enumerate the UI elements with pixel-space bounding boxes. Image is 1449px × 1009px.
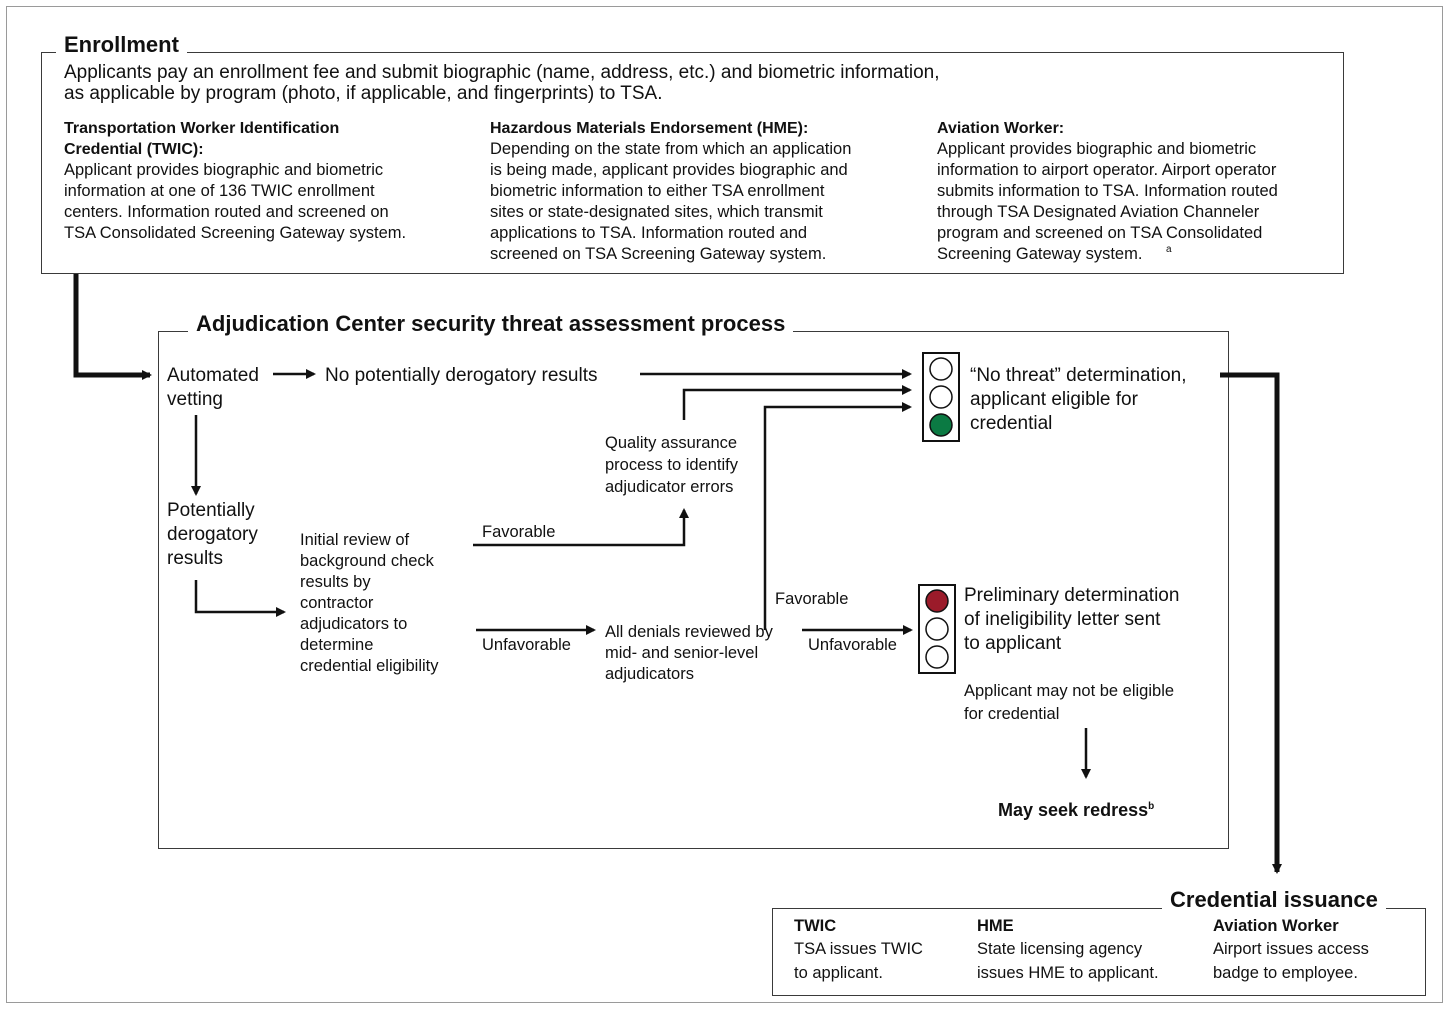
green-light-lit-lamp: [929, 413, 953, 437]
aviation-issuance-body: Airport issues access badge to employee.: [1213, 940, 1369, 982]
all-denials-label: All denials reviewed by mid- and senior-…: [605, 623, 773, 683]
denials-favorable-to-green-arrow: [763, 402, 912, 630]
unfavorable-label-1: Unfavorable: [482, 636, 571, 654]
hme-issuance-body: State licensing agency issues HME to app…: [977, 940, 1159, 982]
hme-enrollment-heading: Hazardous Materials Endorsement (HME):: [490, 120, 809, 137]
red-traffic-light-icon: [918, 584, 956, 674]
twic-enrollment-body: Applicant provides biographic and biomet…: [64, 161, 407, 242]
no-threat-to-issuance-arrow: [1220, 372, 1282, 874]
red-light-lit-lamp: [925, 589, 949, 613]
potentially-derogatory-label: Potentially derogatory results: [167, 500, 258, 569]
hme-enrollment-body: Depending on the state from which an app…: [490, 140, 852, 263]
twic-issuance-heading: TWIC: [794, 917, 837, 935]
green-light-top-lamp: [929, 357, 953, 381]
credential-issuance-title: Credential issuance: [1162, 886, 1386, 914]
automated-vetting-label: Automated vetting: [167, 365, 259, 410]
may-seek-redress-text: May seek redress: [998, 800, 1149, 820]
enrollment-to-vetting-arrow: [73, 274, 152, 380]
enrollment-intro: Applicants pay an enrollment fee and sub…: [64, 62, 940, 104]
redress-footnote-marker: b: [1148, 801, 1155, 812]
enrollment-title: Enrollment: [56, 31, 187, 59]
adjudication-title: Adjudication Center security threat asse…: [188, 310, 794, 338]
may-seek-redress-label: May seek redressb: [998, 795, 1154, 822]
no-threat-label: “No threat” determination, applicant eli…: [970, 365, 1187, 434]
green-light-middle-lamp: [929, 385, 953, 409]
green-traffic-light-icon: [922, 352, 960, 442]
hme-issuance-heading: HME: [977, 917, 1014, 935]
twic-enrollment-heading: Transportation Worker Identification Cre…: [64, 120, 340, 158]
qa-to-green-arrow: [682, 385, 912, 420]
aviation-footnote-marker: a: [1166, 244, 1172, 255]
aviation-enrollment-body: Applicant provides biographic and biomet…: [937, 140, 1278, 263]
credential-issuance-box: [772, 908, 1426, 996]
aviation-issuance-heading: Aviation Worker: [1213, 917, 1339, 935]
quality-assurance-label: Quality assurance process to identify ad…: [605, 434, 738, 496]
initial-review-label: Initial review of background check resul…: [300, 531, 439, 675]
red-light-middle-lamp: [925, 617, 949, 641]
favorable-label-2: Favorable: [775, 590, 849, 608]
favorable-label-1: Favorable: [482, 523, 556, 541]
derogatory-to-review-arrow: [194, 580, 286, 617]
no-derogatory-label: No potentially derogatory results: [325, 365, 598, 386]
review-favorable-to-qa-arrow: [473, 508, 689, 547]
page-frame: [6, 6, 1443, 1003]
red-light-bottom-lamp: [925, 645, 949, 669]
twic-issuance-body: TSA issues TWIC to applicant.: [794, 940, 923, 982]
enrollment-box: [41, 52, 1344, 274]
aviation-enrollment-heading: Aviation Worker:: [937, 120, 1065, 137]
may-not-be-eligible-label: Applicant may not be eligible for creden…: [964, 682, 1175, 723]
unfavorable-label-2: Unfavorable: [808, 636, 897, 654]
preliminary-determination-label: Preliminary determination of ineligibili…: [964, 585, 1180, 654]
